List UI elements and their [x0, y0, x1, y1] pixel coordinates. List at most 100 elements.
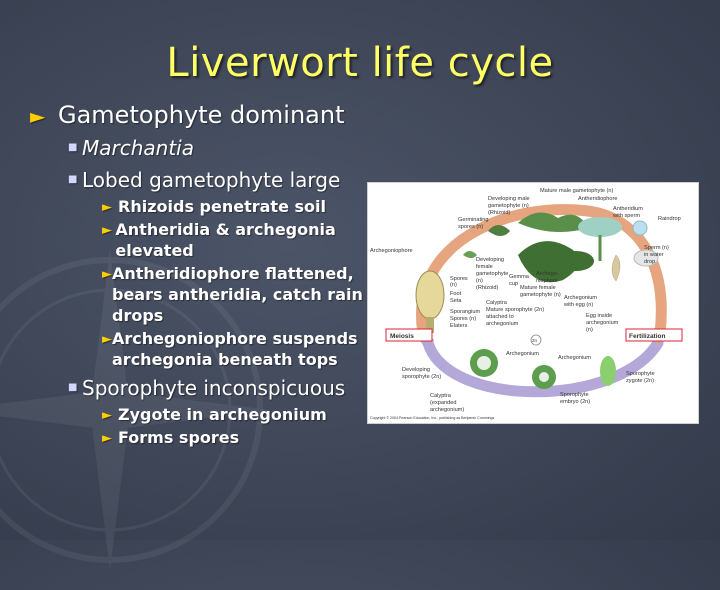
label-seta: Seta — [450, 298, 462, 304]
bullet-level2: ■ Sporophyte inconspicuous — [68, 374, 370, 402]
label-calyptra: Calyptra — [486, 300, 508, 306]
label-ms1: Mature sporophyte (2n) — [486, 307, 544, 313]
label-sperm2: in water — [644, 252, 664, 258]
square-bullet-icon: ■ — [68, 174, 78, 185]
label-arche2: niophore — [536, 278, 558, 284]
label-spe2: embryo (2n) — [560, 399, 590, 405]
label-cal1: Calyptra — [430, 393, 452, 399]
bullet-text: Marchantia — [82, 136, 194, 160]
bullet-text: Zygote in archegonium — [118, 405, 327, 424]
arrow-bullet-icon: ► — [30, 104, 46, 128]
label-devf4: (n) — [476, 278, 483, 284]
bullet-level3: ► Antheridiophore flattened, bears anthe… — [102, 263, 370, 326]
label-zyg1: Sporophyte — [626, 371, 655, 377]
label-dev-male2: gametophyte (n) — [488, 203, 529, 209]
label-archegonium-b: Archegonium — [558, 355, 591, 361]
diploid-cycle-arrow — [422, 337, 664, 398]
label-spores2: Spores (n) — [450, 316, 476, 322]
label-elaters: Elaters — [450, 323, 468, 329]
label-mature-male: Mature male gametophyte (n) — [540, 188, 614, 194]
label-devf1: Developing — [476, 257, 504, 263]
label-spe1: Sporophyte — [560, 392, 589, 398]
label-dev-sp2: sporophyte (2n) — [402, 374, 441, 380]
label-sporangium: Sporangium — [450, 309, 481, 315]
arrow-bullet-icon: ► — [102, 431, 112, 446]
label-antheridium: Antheridium — [613, 206, 643, 212]
label-cal2: (expanded — [430, 400, 456, 406]
antheridiophore-shape — [578, 217, 622, 237]
bullet-text: Gametophyte dominant — [58, 101, 345, 129]
label-devf2: female — [476, 264, 493, 270]
label-sperm3: drop — [644, 259, 655, 265]
square-bullet-icon: ■ — [68, 382, 78, 393]
bullet-text: Archegoniophore suspends archegonia bene… — [112, 329, 358, 369]
life-cycle-diagram: Mature male gametophyte (n) Antheridioph… — [367, 182, 699, 424]
haploid-cycle-arrow — [416, 204, 667, 339]
label-sperm1: Sperm (n) — [644, 245, 669, 251]
bullet-level3: ► Archegoniophore suspends archegonia be… — [102, 328, 370, 370]
slide-title: Liverwort life cycle — [166, 40, 554, 86]
zygote-shape — [600, 356, 616, 386]
label-spores-n: (n) — [450, 282, 457, 288]
label-dev-male3: (Rhizoid) — [488, 210, 511, 216]
label-spores: Spores — [450, 276, 468, 282]
label-matf1: Mature female — [520, 285, 556, 291]
developing-gametophyte-shape — [488, 225, 510, 236]
label-ms3: archegonium — [486, 321, 519, 327]
bullet-text: Lobed gametophyte large — [82, 168, 341, 192]
label-egg2: archegonium — [586, 320, 619, 326]
male-gametophyte-shape — [518, 212, 588, 232]
label-foot: Foot — [450, 291, 462, 297]
label-archegonium-a: Archegonium — [506, 351, 539, 357]
bullet-level3: ► Zygote in archegonium — [102, 404, 370, 425]
label-devf3: gametophyte — [476, 271, 508, 277]
label-with-sperm: with sperm — [612, 213, 640, 219]
archegonium-bottle-shape — [611, 254, 621, 282]
bullet-level3: ► Antheridia & archegonia elevated — [102, 219, 370, 261]
label-arch-egg2: with egg (n) — [563, 302, 593, 308]
bullet-text: Antheridia & archegonia elevated — [115, 220, 336, 260]
arrow-bullet-icon: ► — [102, 200, 112, 215]
raindrop-shape — [632, 220, 648, 236]
life-cycle-illustration: Mature male gametophyte (n) Antheridioph… — [370, 188, 683, 420]
label-zyg2: zygote (2n) — [626, 378, 654, 384]
label-arch-egg1: Archegonium — [564, 295, 597, 301]
bullet-level2: ■ Marchantia — [68, 134, 370, 162]
label-egg3: (n) — [586, 327, 593, 333]
label-egg1: Egg inside — [586, 313, 612, 319]
fertilization-box — [625, 328, 683, 342]
label-fertilization: Fertilization — [629, 333, 666, 340]
label-raindrop: Raindrop — [658, 216, 681, 222]
bullet-level2: ■ Lobed gametophyte large — [68, 166, 370, 194]
arrow-bullet-icon: ► — [102, 332, 112, 347]
bullet-level3: ► Rhizoids penetrate soil — [102, 196, 370, 217]
arrow-bullet-icon: ► — [102, 408, 112, 423]
label-germ2: spores (n) — [458, 224, 483, 230]
label-devf5: (Rhizoid) — [476, 285, 499, 291]
label-2n: 2n — [532, 338, 538, 343]
archegoniophore-top-shape — [558, 251, 594, 271]
mature-sporophyte-shape — [415, 270, 445, 320]
bullet-level1: ► Gametophyte dominant — [30, 100, 370, 130]
bullet-text: Antheridiophore flattened, bears antheri… — [112, 264, 363, 325]
square-bullet-icon: ■ — [68, 142, 78, 153]
sperm-shape — [633, 249, 659, 267]
bullet-text: Sporophyte inconspicuous — [82, 376, 346, 400]
germinating-spores-shape — [463, 251, 477, 258]
arrow-bullet-icon: ► — [102, 223, 112, 238]
label-gemma1: Gemma — [509, 274, 530, 280]
bullet-list: ► Gametophyte dominant ■ Marchantia ■ Lo… — [30, 100, 370, 448]
female-gametophyte-shape — [518, 241, 579, 283]
label-meiosis: Meiosis — [390, 333, 414, 340]
bullet-level3: ► Forms spores — [102, 427, 370, 448]
label-archegoniophore: Archegoniophore — [370, 248, 413, 254]
meiosis-box — [385, 328, 433, 342]
label-matf2: gametophyte (n) — [520, 292, 561, 298]
copyright-note: Copyright © 2004 Pearson Education, Inc.… — [370, 416, 495, 420]
label-antheridiophore: Antheridiophore — [578, 196, 618, 202]
label-gemma2: cup — [509, 281, 518, 287]
label-germ1: Germinating — [458, 217, 488, 223]
bullet-text: Forms spores — [118, 428, 240, 447]
label-ms2: attached to — [486, 314, 514, 320]
arrow-bullet-icon: ► — [102, 267, 112, 282]
